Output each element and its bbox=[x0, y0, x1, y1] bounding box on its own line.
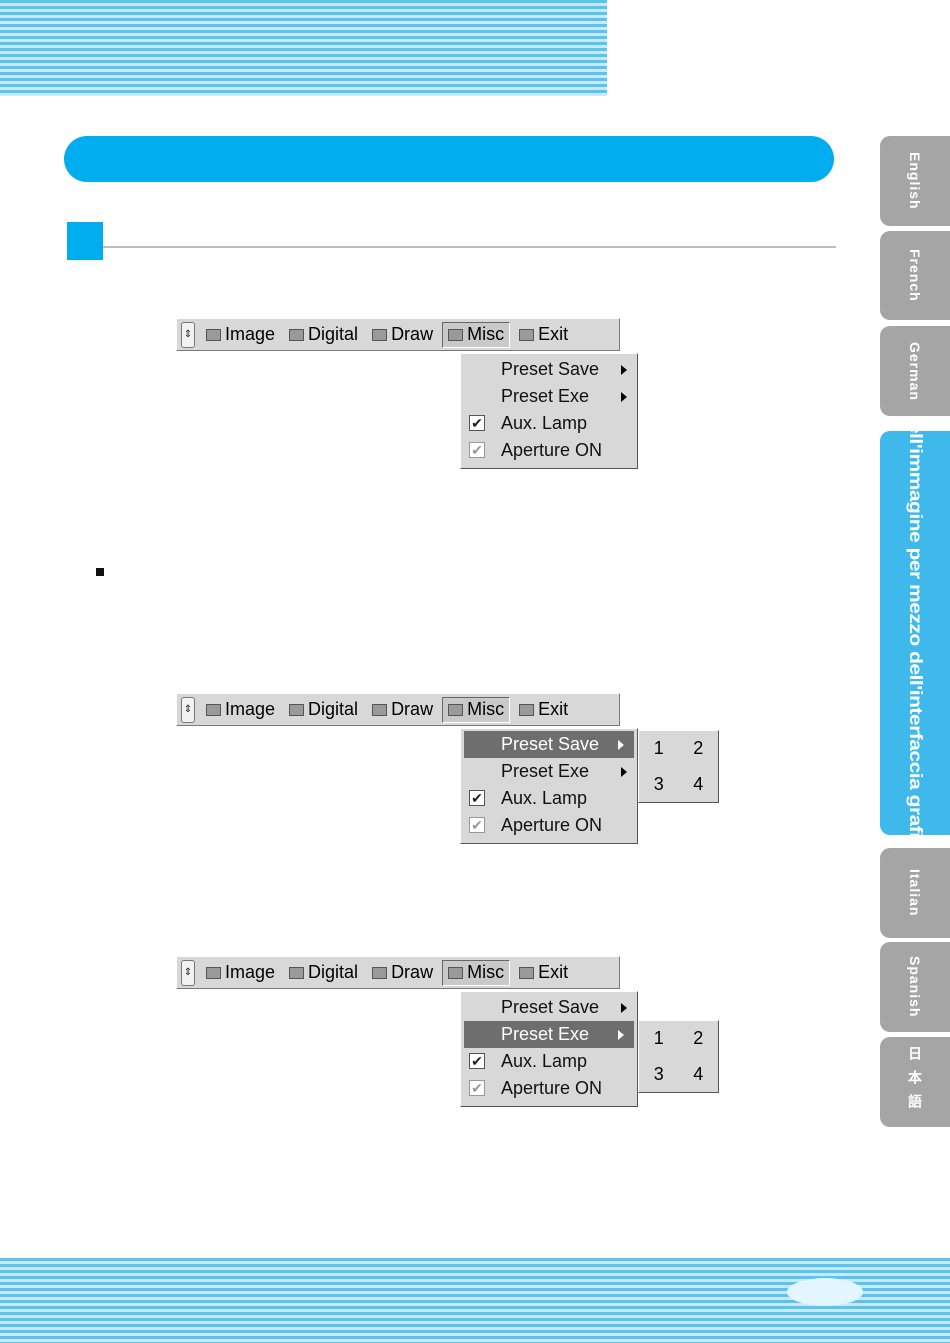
tab-english[interactable]: English bbox=[880, 136, 950, 226]
menu-image[interactable]: Image bbox=[201, 697, 280, 723]
preset-4[interactable]: 4 bbox=[693, 1063, 704, 1084]
checkmark-icon[interactable]: ✔ bbox=[469, 415, 485, 431]
digital-icon bbox=[289, 703, 305, 716]
preset-2[interactable]: 2 bbox=[693, 1028, 704, 1049]
exit-icon bbox=[519, 703, 535, 716]
tab-current-section[interactable]: Regolazione dell'immagine per mezzo dell… bbox=[880, 431, 950, 835]
preset-save-item[interactable]: Preset Save bbox=[461, 994, 637, 1021]
menu-digital[interactable]: Digital bbox=[284, 960, 363, 986]
image-icon bbox=[206, 703, 221, 716]
misc-icon bbox=[448, 703, 464, 716]
digital-icon bbox=[289, 328, 305, 341]
submenu-arrow-icon bbox=[621, 1003, 627, 1013]
preset-4[interactable]: 4 bbox=[693, 773, 704, 794]
misc-icon bbox=[448, 328, 464, 341]
menu-exit[interactable]: Exit bbox=[514, 322, 573, 348]
draw-icon bbox=[372, 328, 388, 341]
menu-draw[interactable]: Draw bbox=[367, 697, 438, 723]
bullet-point bbox=[96, 568, 104, 576]
misc-dropdown: Preset Save Preset Exe ✔Aux. Lamp ✔Apert… bbox=[460, 991, 638, 1107]
aperture-on-item[interactable]: ✔Aperture ON bbox=[461, 812, 637, 839]
exit-icon bbox=[519, 328, 535, 341]
preset-save-item[interactable]: Preset Save bbox=[461, 356, 637, 383]
submenu-arrow-icon bbox=[618, 1030, 624, 1040]
misc-dropdown: Preset Save Preset Exe ✔Aux. Lamp ✔Apert… bbox=[460, 353, 638, 469]
preset-exe-item[interactable]: Preset Exe bbox=[464, 1021, 634, 1048]
image-icon bbox=[206, 966, 221, 979]
grip-icon: ⇕ bbox=[181, 696, 195, 723]
aux-lamp-item[interactable]: ✔Aux. Lamp bbox=[461, 1048, 637, 1075]
preset-2[interactable]: 2 bbox=[693, 738, 704, 759]
menu-exit[interactable]: Exit bbox=[514, 697, 573, 723]
menu-draw[interactable]: Draw bbox=[367, 960, 438, 986]
preset-exe-item[interactable]: Preset Exe bbox=[461, 758, 637, 785]
gui-screenshot-preset-save: ⇕ Image Digital Draw Misc Exit Preset Sa… bbox=[176, 693, 721, 893]
menu-digital[interactable]: Digital bbox=[284, 322, 363, 348]
menu-draw[interactable]: Draw bbox=[367, 322, 438, 348]
menu-image[interactable]: Image bbox=[201, 322, 280, 348]
preset-1[interactable]: 1 bbox=[653, 1028, 664, 1049]
preset-number-submenu: 1 2 3 4 bbox=[638, 1020, 719, 1093]
menu-misc[interactable]: Misc bbox=[442, 696, 511, 723]
aperture-on-item[interactable]: ✔Aperture ON bbox=[461, 1075, 637, 1102]
checkmark-icon[interactable]: ✔ bbox=[469, 1080, 485, 1096]
preset-3[interactable]: 3 bbox=[653, 1063, 664, 1084]
gui-menu-bar: ⇕ Image Digital Draw Misc Exit bbox=[176, 693, 620, 726]
preset-exe-item[interactable]: Preset Exe bbox=[461, 383, 637, 410]
submenu-arrow-icon bbox=[618, 740, 624, 750]
aux-lamp-item[interactable]: ✔Aux. Lamp bbox=[461, 410, 637, 437]
submenu-arrow-icon bbox=[621, 392, 627, 402]
checkmark-icon[interactable]: ✔ bbox=[469, 790, 485, 806]
gui-screenshot-preset-exe: ⇕ Image Digital Draw Misc Exit Preset Sa… bbox=[176, 956, 721, 1156]
checkmark-icon[interactable]: ✔ bbox=[469, 817, 485, 833]
menu-exit[interactable]: Exit bbox=[514, 960, 573, 986]
draw-icon bbox=[372, 966, 388, 979]
misc-icon bbox=[448, 966, 464, 979]
draw-icon bbox=[372, 703, 388, 716]
aperture-on-item[interactable]: ✔Aperture ON bbox=[461, 437, 637, 464]
checkmark-icon[interactable]: ✔ bbox=[469, 442, 485, 458]
submenu-arrow-icon bbox=[621, 365, 627, 375]
tab-japanese[interactable]: 日本語 bbox=[880, 1037, 950, 1127]
tab-spanish[interactable]: Spanish bbox=[880, 942, 950, 1032]
footer-stripes bbox=[0, 1258, 950, 1343]
submenu-arrow-icon bbox=[621, 767, 627, 777]
gui-menu-bar: ⇕ Image Digital Draw Misc Exit bbox=[176, 318, 620, 351]
exit-icon bbox=[519, 966, 535, 979]
gui-screenshot-misc-menu: ⇕ Image Digital Draw Misc Exit Preset Sa… bbox=[176, 318, 721, 518]
menu-digital[interactable]: Digital bbox=[284, 697, 363, 723]
checkmark-icon[interactable]: ✔ bbox=[469, 1053, 485, 1069]
misc-dropdown: Preset Save Preset Exe ✔Aux. Lamp ✔Apert… bbox=[460, 728, 638, 844]
grip-icon: ⇕ bbox=[181, 959, 195, 986]
preset-1[interactable]: 1 bbox=[653, 738, 664, 759]
tab-german[interactable]: German bbox=[880, 326, 950, 416]
preset-3[interactable]: 3 bbox=[653, 773, 664, 794]
gui-menu-bar: ⇕ Image Digital Draw Misc Exit bbox=[176, 956, 620, 989]
menu-image[interactable]: Image bbox=[201, 960, 280, 986]
image-icon bbox=[206, 328, 221, 341]
grip-icon: ⇕ bbox=[181, 321, 195, 348]
menu-misc[interactable]: Misc bbox=[442, 959, 511, 986]
tab-italian[interactable]: Italian bbox=[880, 848, 950, 938]
preset-number-submenu: 1 2 3 4 bbox=[638, 730, 719, 803]
chapter-title-bar bbox=[64, 136, 834, 182]
header-stripes bbox=[0, 0, 607, 96]
preset-save-item[interactable]: Preset Save bbox=[464, 731, 634, 758]
page-number-oval bbox=[787, 1278, 863, 1306]
section-rule bbox=[103, 246, 836, 248]
section-marker bbox=[67, 222, 103, 260]
digital-icon bbox=[289, 966, 305, 979]
tab-french[interactable]: French bbox=[880, 231, 950, 320]
aux-lamp-item[interactable]: ✔Aux. Lamp bbox=[461, 785, 637, 812]
menu-misc[interactable]: Misc bbox=[442, 321, 511, 348]
